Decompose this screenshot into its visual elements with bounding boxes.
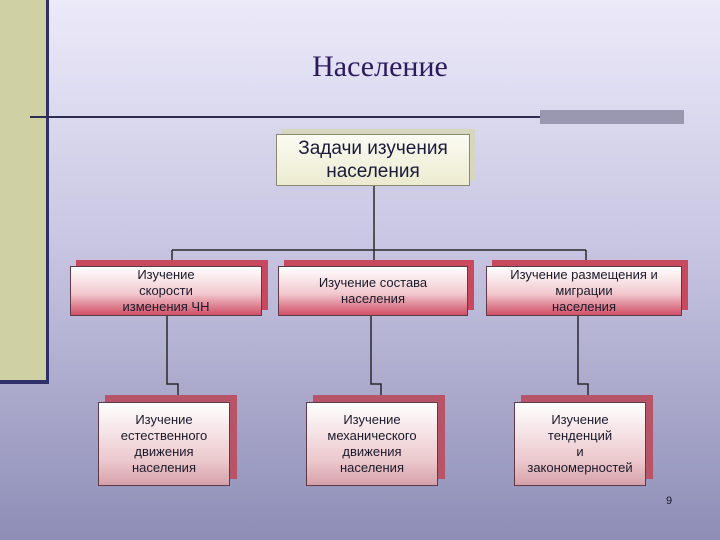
box-text-line: и bbox=[576, 444, 584, 459]
root-box-line: населения bbox=[326, 161, 420, 182]
root-box-population-tasks: Задачи изучения населения bbox=[276, 134, 470, 186]
box-text-line: движения bbox=[342, 444, 402, 459]
box-mechanical-movement-study: Изучение механического движения населени… bbox=[306, 402, 438, 486]
title-accent-block bbox=[540, 110, 684, 124]
left-accent-bottom bbox=[0, 380, 49, 384]
box-text-line: Изучение состава bbox=[318, 275, 428, 290]
left-accent-bar bbox=[0, 0, 46, 382]
box-text-line: населения bbox=[551, 299, 616, 314]
root-box-line: Задачи изучения bbox=[298, 138, 448, 159]
title-divider bbox=[30, 116, 684, 118]
box-text-line: Изучение bbox=[343, 412, 401, 427]
box-text-line: Изучение bbox=[137, 267, 195, 282]
connector-composition-to-mechanical bbox=[370, 316, 382, 402]
box-composition-study: Изучение состава населения bbox=[278, 266, 468, 316]
left-accent-edge bbox=[46, 0, 49, 384]
box-text-line: тенденций bbox=[547, 428, 613, 443]
box-growth-speed-study: Изучение скорости изменения ЧН bbox=[70, 266, 262, 316]
box-text-line: Изучение размещения и bbox=[510, 267, 658, 282]
box-trends-patterns-study: Изучение тенденций и закономерностей bbox=[514, 402, 646, 486]
box-text-line: движения bbox=[134, 444, 194, 459]
box-text-line: изменения ЧН bbox=[122, 299, 210, 314]
box-natural-movement-study: Изучение естественного движения населени… bbox=[98, 402, 230, 486]
connector-speed-to-natural bbox=[166, 316, 179, 402]
box-text-line: естественного bbox=[120, 428, 208, 443]
box-text-line: населения bbox=[340, 291, 405, 306]
box-text-line: миграции bbox=[555, 283, 613, 298]
box-text-line: механического bbox=[327, 428, 417, 443]
box-text-line: населения bbox=[131, 460, 196, 475]
box-text-line: Изучение bbox=[551, 412, 609, 427]
slide-title: Население bbox=[312, 50, 448, 83]
box-text-line: населения bbox=[339, 460, 404, 475]
page-number: 9 bbox=[666, 495, 673, 507]
connector-placement-to-trends bbox=[577, 316, 589, 402]
box-placement-migration-study: Изучение размещения и миграции населения bbox=[486, 266, 682, 316]
box-text-line: Изучение bbox=[135, 412, 193, 427]
box-text-line: закономерностей bbox=[527, 460, 633, 475]
box-text-line: скорости bbox=[139, 283, 193, 298]
